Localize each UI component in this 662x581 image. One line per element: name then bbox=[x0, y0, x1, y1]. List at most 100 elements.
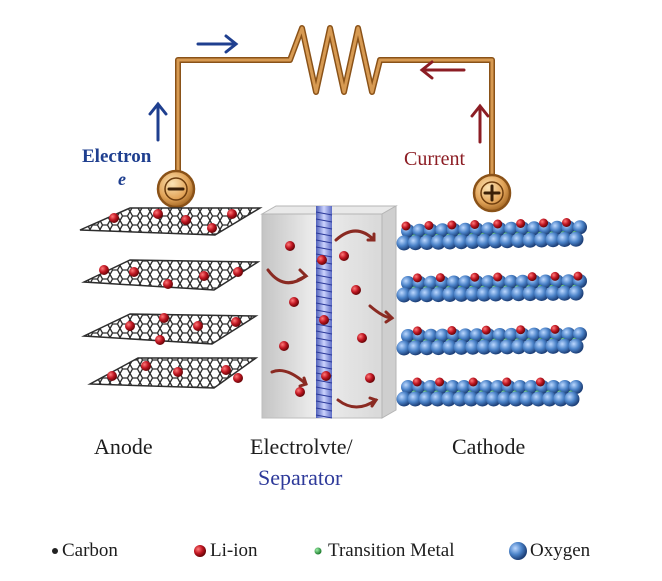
oxygen-atom bbox=[412, 223, 427, 238]
li-ion bbox=[535, 377, 545, 387]
curved-arrow-icon bbox=[266, 268, 309, 285]
electron-label: Electron bbox=[82, 146, 152, 167]
oxygen-atom bbox=[442, 287, 458, 302]
oxygen-atom bbox=[430, 340, 446, 356]
separator-label: Separator bbox=[258, 465, 343, 490]
electrolyte-label: Electrolvte/ bbox=[250, 434, 353, 459]
oxygen-atom bbox=[396, 235, 412, 251]
li-ion bbox=[155, 335, 165, 345]
curved-arrow-icon bbox=[334, 229, 376, 242]
cathode-layer bbox=[396, 271, 587, 303]
oxygen-atom bbox=[453, 234, 469, 250]
oxygen-atom bbox=[430, 234, 446, 250]
li-ion bbox=[319, 315, 329, 325]
oxygen-atom bbox=[568, 338, 584, 354]
oxygen-atom bbox=[573, 220, 587, 235]
li-ion bbox=[412, 326, 422, 336]
separator-pore bbox=[315, 414, 333, 419]
oxygen-atom bbox=[481, 222, 496, 237]
li-ion bbox=[351, 285, 361, 295]
li-ion bbox=[365, 373, 375, 383]
positive-terminal-icon bbox=[472, 173, 512, 213]
li-ion bbox=[516, 325, 526, 335]
li-ion bbox=[289, 297, 299, 307]
separator-pores bbox=[315, 211, 333, 419]
cathode-layers bbox=[396, 218, 587, 407]
oxygen-atom bbox=[488, 286, 504, 302]
oxygen-atom bbox=[508, 391, 524, 407]
li-ion bbox=[424, 221, 434, 230]
legend-oxygen: Oxygen bbox=[530, 540, 591, 561]
li-ion bbox=[193, 321, 203, 331]
oxygen-atom bbox=[419, 287, 435, 303]
oxygen-atom bbox=[499, 233, 515, 249]
oxygen-atom bbox=[511, 233, 527, 248]
oxygen-atom bbox=[486, 391, 502, 407]
oxygen-atom bbox=[488, 233, 504, 249]
li-ion bbox=[99, 265, 109, 275]
li-ion bbox=[107, 371, 117, 381]
li-ion bbox=[447, 220, 457, 230]
oxygen-atom bbox=[545, 232, 561, 248]
separator-pore bbox=[315, 288, 333, 293]
oxygen-atom bbox=[476, 339, 492, 355]
ion-flow-arrows bbox=[266, 229, 395, 409]
oxygen-atom bbox=[492, 328, 507, 342]
oxygen-atom bbox=[530, 391, 546, 407]
li-ion bbox=[279, 341, 289, 351]
separator-pore bbox=[315, 330, 333, 335]
li-ion bbox=[493, 219, 503, 229]
li-ion bbox=[163, 279, 173, 289]
oxygen-atom bbox=[442, 340, 458, 355]
oxygen-atom bbox=[557, 338, 573, 354]
oxygen-atom bbox=[545, 285, 561, 301]
oxygen-atom bbox=[557, 380, 572, 394]
anode-label: Anode bbox=[94, 434, 153, 459]
li-ion bbox=[231, 317, 241, 327]
separator-pore bbox=[315, 281, 333, 286]
oxygen-atom bbox=[504, 327, 519, 342]
oxygen-atom bbox=[474, 391, 490, 407]
li-ion bbox=[181, 215, 191, 225]
separator-pore bbox=[315, 239, 333, 244]
oxygen-atom bbox=[441, 391, 457, 407]
li-ion bbox=[412, 377, 422, 387]
oxygen-atom bbox=[546, 380, 561, 394]
oxygen-atom bbox=[519, 391, 535, 407]
oxygen-atom bbox=[423, 380, 438, 394]
separator bbox=[315, 206, 333, 419]
oxygen-atom bbox=[545, 338, 561, 354]
oxygen-atom bbox=[401, 276, 415, 290]
li-ion bbox=[295, 387, 305, 397]
oxygen-atom bbox=[550, 220, 565, 235]
oxygen-atom bbox=[396, 391, 412, 407]
oxygen-atom bbox=[435, 223, 450, 238]
li-ion bbox=[468, 377, 478, 387]
li-ion bbox=[550, 324, 560, 334]
oxygen-atom bbox=[407, 235, 423, 251]
oxygen-atom bbox=[407, 340, 423, 356]
separator-pore bbox=[315, 400, 333, 405]
carbon-legend-icon bbox=[52, 548, 58, 554]
li-ion bbox=[539, 218, 549, 228]
li-ion bbox=[481, 325, 491, 335]
oxygen-atom bbox=[465, 234, 481, 249]
oxygen-atom bbox=[504, 274, 519, 289]
separator-pore bbox=[315, 302, 333, 307]
oxygen-atom bbox=[407, 391, 423, 407]
oxygen-atom bbox=[430, 287, 446, 303]
oxygen-atom bbox=[430, 391, 446, 407]
separator-pore bbox=[315, 309, 333, 314]
oxygen-atom bbox=[568, 231, 584, 247]
cathode-layer bbox=[396, 377, 583, 407]
current-arrow-up-icon bbox=[470, 103, 490, 144]
oxygen-atom bbox=[534, 286, 550, 301]
curved-arrow-icon bbox=[270, 369, 308, 388]
oxygen-atom bbox=[538, 274, 553, 289]
legend-transition-metal: Transition Metal bbox=[328, 540, 455, 561]
li-ion bbox=[412, 273, 422, 283]
li-ion bbox=[493, 272, 503, 282]
li-ion bbox=[357, 333, 367, 343]
current-arrow-left-icon bbox=[419, 60, 466, 80]
